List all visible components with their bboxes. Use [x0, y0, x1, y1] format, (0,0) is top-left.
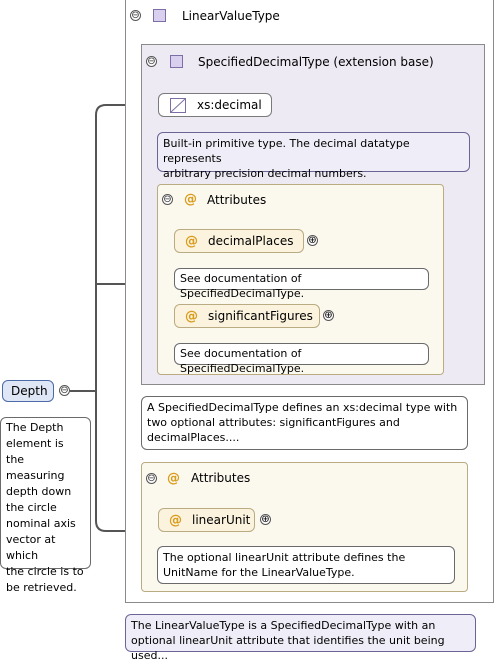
attribute-decimal-places[interactable]: @ decimalPlaces: [174, 229, 304, 253]
expand-significant-figures-icon[interactable]: ⊕: [323, 310, 334, 321]
simple-type-icon: [170, 98, 186, 113]
significant-figures-doc: See documentation of SpecifiedDecimalTyp…: [174, 343, 429, 375]
specified-decimal-type-doc: A SpecifiedDecimalType defines an xs:dec…: [141, 396, 468, 450]
depth-element-label: Depth: [11, 384, 48, 398]
expand-linear-unit-icon[interactable]: ⊕: [260, 514, 271, 525]
attribute-icon: @: [185, 234, 198, 249]
attribute-decimal-places-label: decimalPlaces: [208, 234, 294, 248]
complex-type-icon: [170, 55, 183, 68]
collapse-specified-decimal-type-icon[interactable]: ⊖: [146, 56, 157, 67]
collapse-depth-icon[interactable]: ⊖: [59, 385, 70, 396]
attribute-icon: @: [184, 192, 197, 207]
specified-decimal-type-title: SpecifiedDecimalType (extension base): [198, 55, 434, 69]
complex-type-icon: [153, 9, 166, 22]
attribute-icon: @: [167, 471, 180, 486]
xs-decimal-node[interactable]: xs:decimal: [158, 93, 272, 117]
collapse-linear-value-type-icon[interactable]: ⊖: [130, 10, 141, 21]
collapse-attributes-outer-icon[interactable]: ⊖: [146, 473, 157, 484]
attribute-significant-figures[interactable]: @ significantFigures: [174, 304, 320, 328]
attribute-linear-unit-label: linearUnit: [192, 513, 251, 527]
linear-value-type-title: LinearValueType: [182, 9, 280, 23]
expand-decimal-places-icon[interactable]: ⊕: [307, 235, 318, 246]
xs-decimal-label: xs:decimal: [197, 98, 262, 112]
xs-decimal-doc: Built-in primitive type. The decimal dat…: [157, 132, 470, 180]
collapse-attributes-inner-icon[interactable]: ⊖: [162, 194, 173, 205]
attribute-significant-figures-label: significantFigures: [208, 309, 313, 323]
attribute-linear-unit[interactable]: @ linearUnit: [158, 508, 255, 532]
attribute-icon: @: [185, 309, 198, 324]
attribute-icon: @: [169, 513, 182, 528]
linear-unit-doc: The optional linearUnit attribute define…: [157, 546, 455, 584]
attributes-inner-title: Attributes: [207, 193, 267, 207]
depth-element[interactable]: Depth: [2, 380, 54, 402]
linear-value-type-doc: The LinearValueType is a SpecifiedDecima…: [125, 614, 476, 662]
decimal-places-doc: See documentation of SpecifiedDecimalTyp…: [174, 268, 429, 300]
attributes-outer-title: Attributes: [191, 471, 251, 485]
